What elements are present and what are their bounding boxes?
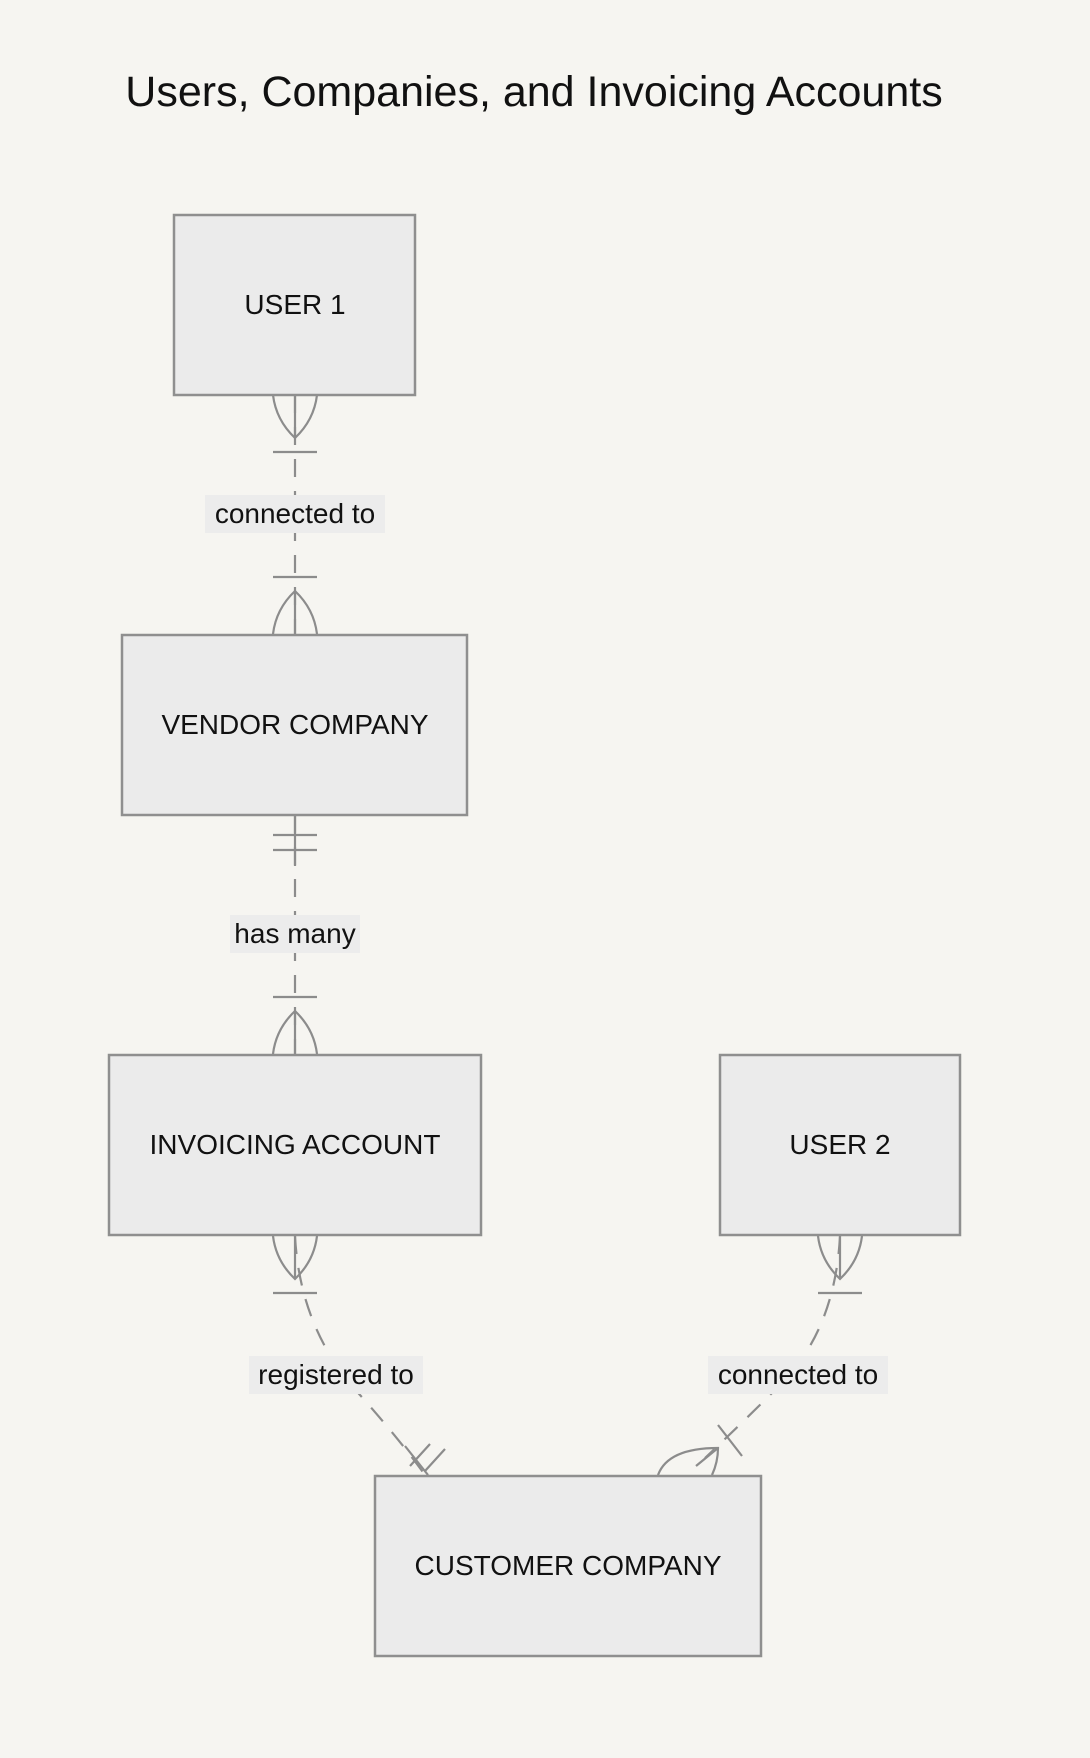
- relationship-label: registered to: [258, 1359, 414, 1390]
- relationship-user1-vendor: connected to: [205, 394, 385, 635]
- entity-label: CUSTOMER COMPANY: [415, 1550, 722, 1581]
- relationship-invoicing-customer: registered to: [249, 1235, 446, 1476]
- crows-foot-marker: [271, 1235, 319, 1295]
- relationship-label: connected to: [215, 498, 375, 529]
- entity-label: USER 2: [789, 1129, 890, 1160]
- crows-foot-marker: [656, 1424, 743, 1476]
- relationship-user2-customer: connected to: [656, 1235, 888, 1476]
- relationship-label-background: [249, 1356, 423, 1394]
- exactly-one-marker: [404, 1443, 446, 1476]
- relationship-label: connected to: [718, 1359, 878, 1390]
- entity-label: INVOICING ACCOUNT: [150, 1129, 441, 1160]
- exactly-one-marker: [273, 815, 317, 866]
- entity-customer-company[interactable]: CUSTOMER COMPANY: [373, 1474, 763, 1658]
- relationship-label-background: [205, 495, 385, 533]
- diagram-title: Users, Companies, and Invoicing Accounts: [125, 68, 942, 116]
- entity-invoicing-account[interactable]: INVOICING ACCOUNT: [107, 1053, 483, 1237]
- crows-foot-marker: [271, 394, 319, 454]
- relationship-label-background: [708, 1356, 888, 1394]
- entity-user-2[interactable]: USER 2: [718, 1053, 962, 1237]
- entity-label: USER 1: [244, 289, 345, 320]
- entity-user-1[interactable]: USER 1: [172, 213, 417, 397]
- relationship-vendor-invoicing: has many: [230, 815, 360, 1055]
- crows-foot-marker: [271, 575, 319, 635]
- entity-label: VENDOR COMPANY: [161, 709, 428, 740]
- relationship-label: has many: [234, 918, 355, 949]
- entity-vendor-company[interactable]: VENDOR COMPANY: [120, 633, 469, 817]
- crows-foot-marker: [816, 1235, 864, 1295]
- relationship-label-background: [230, 915, 360, 953]
- crows-foot-marker: [271, 995, 319, 1055]
